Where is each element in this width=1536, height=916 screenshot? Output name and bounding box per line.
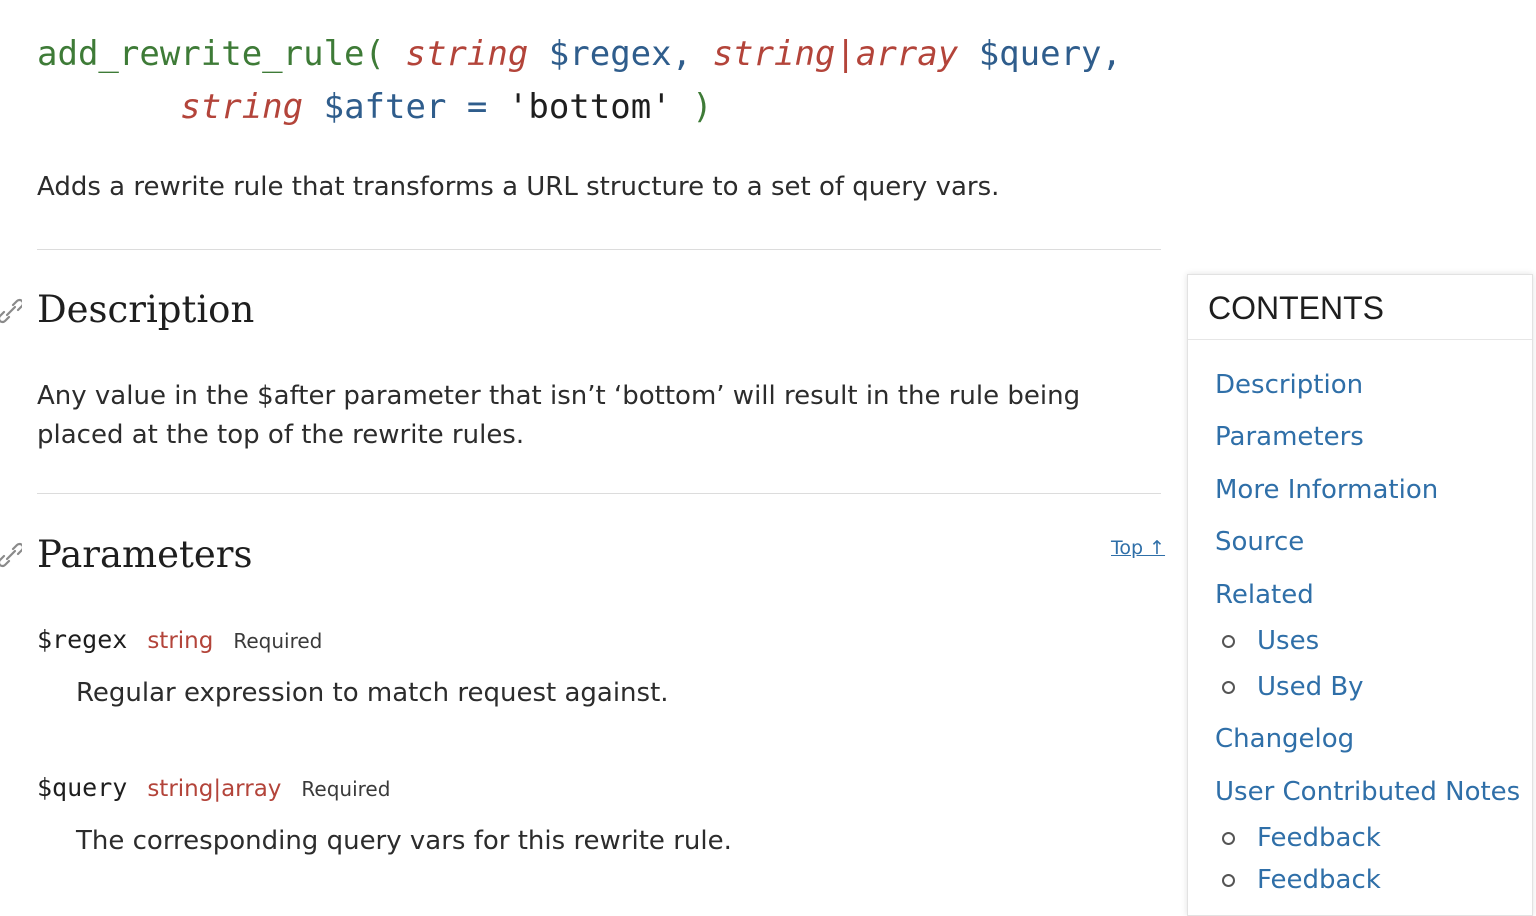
toc-subitem-uses[interactable]: Uses: [1222, 626, 1319, 656]
section-heading-description: Description: [37, 288, 255, 331]
toc-item-user-contributed-notes[interactable]: User Contributed Notes: [1215, 777, 1521, 807]
toc-subitem-label[interactable]: Feedback: [1257, 823, 1381, 853]
default-value: 'bottom': [507, 87, 672, 127]
section-heading-parameters: Parameters: [37, 533, 253, 576]
toc-item-parameters[interactable]: Parameters: [1215, 422, 1364, 452]
toc-subitem-label[interactable]: Feedback: [1257, 865, 1381, 895]
parameter-type: string: [147, 628, 214, 654]
toc-subitem-used-by[interactable]: Used By: [1222, 672, 1364, 702]
toc-subitem-feedback[interactable]: Feedback: [1222, 823, 1381, 853]
anchor-link-icon[interactable]: [0, 297, 22, 325]
toc-item-more-information[interactable]: More Information: [1215, 475, 1439, 505]
toc-subitem-label[interactable]: Uses: [1257, 626, 1320, 656]
circle-bullet-icon: [1222, 831, 1235, 845]
param-type-regex: string: [405, 34, 529, 74]
toc-subitem-feedback[interactable]: Feedback: [1222, 865, 1381, 895]
divider: [37, 493, 1161, 494]
toc-subitem-label[interactable]: Used By: [1257, 672, 1364, 702]
parameter-name: $regex: [37, 625, 128, 654]
circle-bullet-icon: [1222, 680, 1235, 694]
parameter-description: The corresponding query vars for this re…: [76, 826, 732, 856]
anchor-link-icon[interactable]: [0, 541, 22, 569]
function-name: add_rewrite_rule(: [37, 34, 385, 74]
param-var-regex: $regex,: [548, 34, 693, 74]
divider: [37, 249, 1161, 250]
description-text: Any value in the $after parameter that i…: [37, 381, 1081, 450]
toc-item-source[interactable]: Source: [1215, 527, 1305, 557]
function-signature: add_rewrite_rule( string $regex, string|…: [37, 28, 1122, 134]
parameter-type: string|array: [147, 776, 282, 802]
toc-title: CONTENTS: [1188, 275, 1532, 340]
function-summary: Adds a rewrite rule that transforms a UR…: [37, 172, 1000, 202]
equals-sign: =: [466, 87, 488, 127]
toc-item-changelog[interactable]: Changelog: [1215, 724, 1355, 754]
parameter-required-label: Required: [233, 629, 323, 653]
param-var-query: $query,: [978, 34, 1122, 74]
top-link[interactable]: Top ↑: [1111, 537, 1166, 559]
parameter-name: $query: [37, 773, 128, 802]
toc-item-related[interactable]: Related: [1215, 580, 1314, 610]
parameter-row: $query string|array Required: [37, 773, 390, 802]
circle-bullet-icon: [1222, 873, 1235, 887]
close-paren: ): [692, 87, 713, 127]
parameter-required-label: Required: [301, 777, 391, 801]
circle-bullet-icon: [1222, 634, 1235, 648]
table-of-contents: CONTENTS Description Parameters More Inf…: [1187, 274, 1533, 916]
param-var-after: $after: [323, 87, 447, 127]
param-type-query: string|array: [712, 34, 959, 74]
param-type-after: string: [180, 87, 304, 127]
toc-item-description[interactable]: Description: [1215, 370, 1364, 400]
parameter-description: Regular expression to match request agai…: [76, 678, 669, 708]
parameter-row: $regex string Required: [37, 625, 322, 654]
